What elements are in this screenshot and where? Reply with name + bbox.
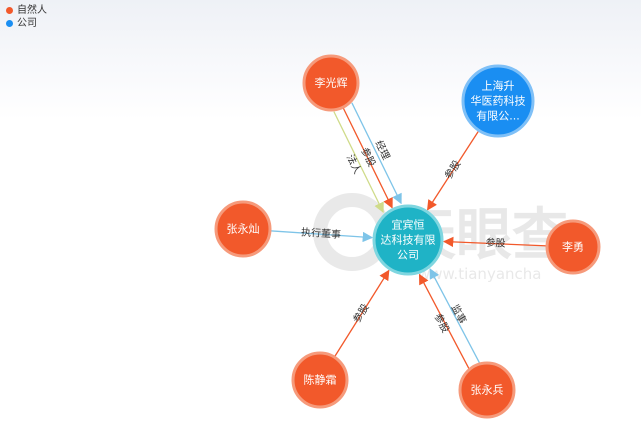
node-circle-shanghai[interactable] — [461, 64, 535, 138]
edge-shanghai-invest[interactable] — [427, 130, 480, 211]
node-label-zhang_yongbing-0: 张永兵 — [471, 383, 504, 397]
legend-item-person[interactable]: 自然人 — [6, 4, 47, 17]
node-label-shanghai-2: 有限公... — [476, 109, 520, 123]
node-zhang_yongbing[interactable]: 张永兵 — [458, 361, 516, 419]
node-label-li_yong-0: 李勇 — [562, 240, 584, 254]
edge-label-zhang_yongcan-manage: 执行董事 — [301, 225, 342, 241]
node-label-center-2: 公司 — [397, 249, 419, 262]
node-label-shanghai-1: 华医药科技 — [471, 94, 526, 108]
legend-label-company: 公司 — [17, 18, 37, 29]
node-circle-zhang_yongcan[interactable] — [214, 200, 272, 258]
node-li_yong[interactable]: 李勇 — [545, 219, 601, 275]
node-label-chen_jingshuang-0: 陈静霜 — [304, 373, 337, 387]
edge-zhang_yongcan-manage[interactable] — [269, 230, 374, 243]
edge-zhang_yongbing-invest[interactable] — [418, 273, 470, 370]
legend-label-person: 自然人 — [17, 5, 47, 16]
legend-dot-person — [6, 7, 13, 14]
node-circle-center[interactable] — [372, 204, 444, 276]
edge-zhang_yongbing-manage[interactable] — [429, 268, 481, 364]
node-circle-li_yong[interactable] — [545, 219, 601, 275]
node-circle-li_guanghui[interactable] — [302, 54, 360, 112]
node-chen_jingshuang[interactable]: 陈静霜 — [291, 351, 349, 409]
edge-label-shanghai-invest: 参股 — [442, 158, 464, 182]
node-label-li_guanghui-0: 李光辉 — [315, 76, 348, 90]
edge-chen_jingshuang-invest[interactable] — [333, 269, 390, 358]
node-shanghai[interactable]: 上海升华医药科技有限公... — [461, 64, 535, 138]
legend-dot-company — [6, 20, 13, 27]
node-label-zhang_yongcan-0: 张永灿 — [227, 222, 260, 236]
legend-item-company[interactable]: 公司 — [6, 17, 47, 30]
node-label-shanghai-0: 上海升 — [482, 79, 515, 93]
legend: 自然人 公司 — [6, 4, 47, 30]
node-circle-zhang_yongbing[interactable] — [458, 361, 516, 419]
node-circle-chen_jingshuang[interactable] — [291, 351, 349, 409]
edge-li_yong-invest[interactable] — [442, 236, 548, 248]
watermark-sub-text: www.tianyancha — [418, 265, 541, 283]
node-label-center-0: 宜宾恒 — [392, 218, 425, 232]
node-label-center-1: 达科技有限 — [381, 233, 436, 247]
edge-label-li_guanghui-manage: 经理 — [373, 138, 393, 162]
node-li_guanghui[interactable]: 李光辉 — [302, 54, 360, 112]
edge-label-li_yong-invest: 参股 — [485, 236, 506, 250]
edge-label-chen_jingshuang-invest: 参股 — [350, 301, 372, 325]
edge-li_guanghui-invest[interactable] — [342, 106, 393, 209]
edge-li_guanghui-legal[interactable] — [333, 111, 384, 214]
node-zhang_yongcan[interactable]: 张永灿 — [214, 200, 272, 258]
edge-li_guanghui-manage[interactable] — [351, 102, 402, 205]
edge-label-zhang_yongbing-manage: 监事 — [449, 302, 470, 326]
